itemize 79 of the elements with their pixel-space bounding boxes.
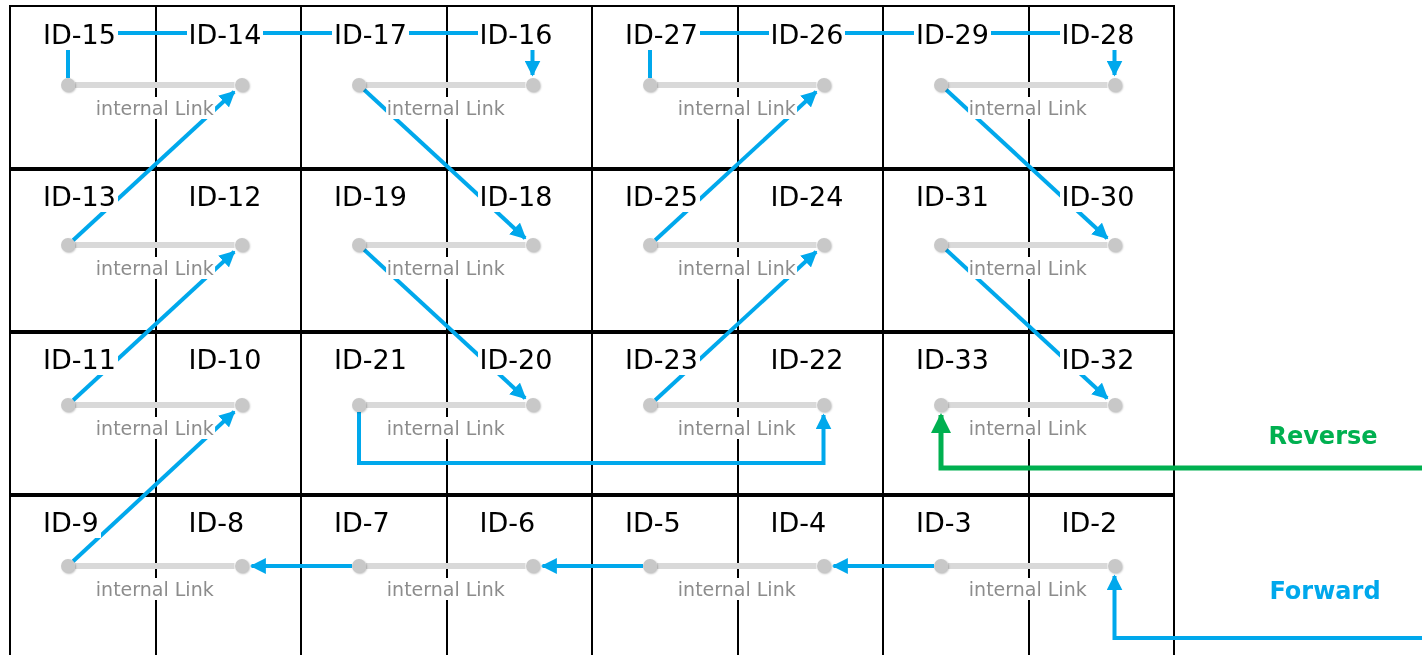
edge-label: internal Link [94,257,215,279]
link-endpoint [234,78,249,92]
link-endpoint [643,559,657,573]
edge-label: internal Link [94,97,215,119]
link-endpoint [352,398,366,412]
edge-label: internal Link [676,578,797,600]
link-endpoint [234,238,249,252]
link-endpoint [816,398,831,412]
link-endpoint [352,559,366,573]
edge-label: internal Link [385,97,506,119]
link-endpoint [525,398,540,412]
link-line [75,563,235,569]
edge-label: internal Link [94,578,215,600]
arrow [71,250,236,402]
edge-label: internal Link [94,417,215,439]
link-endpoint [61,238,75,252]
arrow [357,412,832,465]
link-endpoint [61,398,75,412]
link-line [948,563,1108,569]
link-endpoint [234,559,249,573]
link-endpoint [525,78,540,92]
arrow [944,88,1109,240]
link-line [657,402,817,408]
link-line [75,402,235,408]
link-line [366,242,526,248]
link-line [366,82,526,88]
link-endpoint [816,78,831,92]
link-endpoint [525,559,540,573]
link-line [366,563,526,569]
link-endpoint [352,238,366,252]
arrow [249,558,352,574]
arrow [944,248,1109,400]
arrow [362,88,527,240]
link-endpoint [816,559,831,573]
link-endpoint [1107,559,1122,573]
link-line [75,82,235,88]
link-endpoint [1107,398,1122,412]
link-endpoint [643,398,657,412]
link-endpoint [525,238,540,252]
link-line [366,402,526,408]
link-endpoint [234,398,249,412]
link-line [657,82,817,88]
edge-label: internal Link [967,417,1088,439]
link-endpoint [934,238,948,252]
arrow [653,90,818,242]
link-endpoint [352,78,366,92]
link-endpoint [1107,78,1122,92]
link-endpoint [816,238,831,252]
link-endpoint [934,398,948,412]
link-endpoint [643,238,657,252]
link-line [75,242,235,248]
edge-label: internal Link [676,257,797,279]
link-endpoint [934,78,948,92]
link-endpoint [934,559,948,573]
arrow [1106,574,1422,640]
edge-label: internal Link [967,257,1088,279]
edge-label: internal Link [385,578,506,600]
arrow [71,90,236,242]
arrow [831,558,934,574]
link-line [948,82,1108,88]
link-line [657,563,817,569]
edge-label: internal Link [385,257,506,279]
edge-label: internal Link [385,417,506,439]
edge-label: internal Link [967,578,1088,600]
link-line [948,402,1108,408]
link-endpoint [643,78,657,92]
arrow [362,248,527,400]
edge-label: internal Link [676,97,797,119]
arrow [71,410,236,563]
arrow [653,250,818,402]
link-endpoint [1107,238,1122,252]
link-line [948,242,1108,248]
arrow [540,558,643,574]
arrow [931,413,1422,471]
edge-label: internal Link [676,417,797,439]
edge-label: internal Link [967,97,1088,119]
link-endpoint [61,559,75,573]
link-line [657,242,817,248]
link-endpoint [61,78,75,92]
